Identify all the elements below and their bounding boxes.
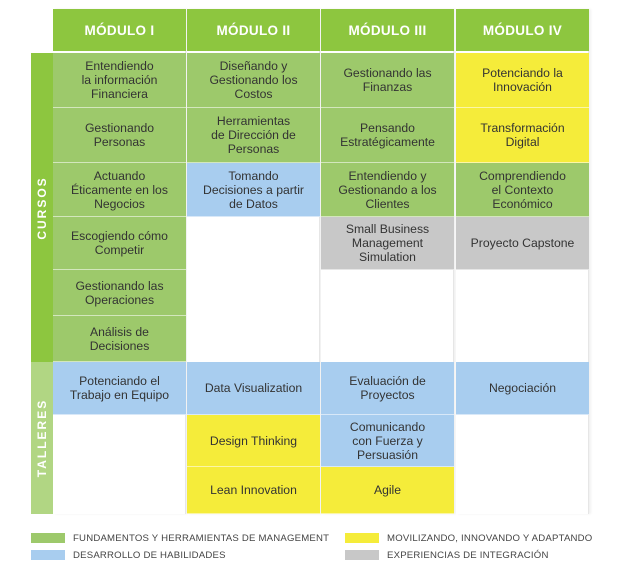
taller-cell: Negociación [456,362,589,415]
module-header-2: MÓDULO II [187,9,320,51]
taller-cell: Agile [321,467,454,514]
legend-swatch-integ [345,550,379,560]
curso-cell: Análisis de Decisiones [53,316,186,362]
curso-cell: Tomando Decisiones a partir de Datos [187,163,320,217]
cursos-label: CURSOS [35,175,49,240]
taller-cell: Data Visualization [187,362,320,415]
curso-cell: Gestionando las Finanzas [321,53,454,108]
curso-cell: Transformación Digital [456,108,589,163]
talleres-section-bar: TALLERES [31,362,53,514]
legend-label-hab: DESARROLLO DE HABILIDADES [73,549,226,561]
taller-cell: Design Thinking [187,415,320,467]
talleres-label: TALLERES [35,398,49,478]
curso-cell: Small Business Management Simulation [321,217,454,270]
legend-label-movil: MOVILIZANDO, INNOVANDO Y ADAPTANDO [387,532,593,544]
taller-cell: Lean Innovation [187,467,320,514]
legend-swatch-movil [345,533,379,543]
cursos-section-bar: CURSOS [31,53,53,362]
curso-cell: Diseñando y Gestionando los Costos [187,53,320,108]
curso-cell: Gestionando Personas [53,108,186,163]
module-header-3: MÓDULO III [321,9,454,51]
curso-cell: Proyecto Capstone [456,217,589,270]
legend-item-movil: MOVILIZANDO, INNOVANDO Y ADAPTANDO [345,532,615,544]
taller-cell: Evaluación de Proyectos [321,362,454,415]
curso-cell: Escogiendo cómo Competir [53,217,186,270]
taller-cell: Comunicando con Fuerza y Persuasión [321,415,454,467]
legend-item-fund: FUNDAMENTOS Y HERRAMIENTAS DE MANAGEMENT [31,532,329,544]
legend-swatch-fund [31,533,65,543]
curso-cell: Pensando Estratégicamente [321,108,454,163]
legend-item-integ: EXPERIENCIAS DE INTEGRACIÓN [345,549,615,561]
curso-cell: Entendiendo y Gestionando a los Clientes [321,163,454,217]
curso-cell: Herramientas de Dirección de Personas [187,108,320,163]
legend-label-fund: FUNDAMENTOS Y HERRAMIENTAS DE MANAGEMENT [73,532,330,544]
taller-cell: Potenciando el Trabajo en Equipo [53,362,186,415]
curso-cell: Comprendiendo el Contexto Económico [456,163,589,217]
legend-item-hab: DESARROLLO DE HABILIDADES [31,549,301,561]
module-header-1: MÓDULO I [53,9,186,51]
curso-cell: Gestionando las Operaciones [53,270,186,316]
legend-label-integ: EXPERIENCIAS DE INTEGRACIÓN [387,549,549,561]
module-header-4: MÓDULO IV [456,9,589,51]
curso-cell: Potenciando la Innovación [456,53,589,108]
curso-cell: Entendiendo la información Financiera [53,53,186,108]
legend-swatch-hab [31,550,65,560]
curso-cell: Actuando Éticamente en los Negocios [53,163,186,217]
